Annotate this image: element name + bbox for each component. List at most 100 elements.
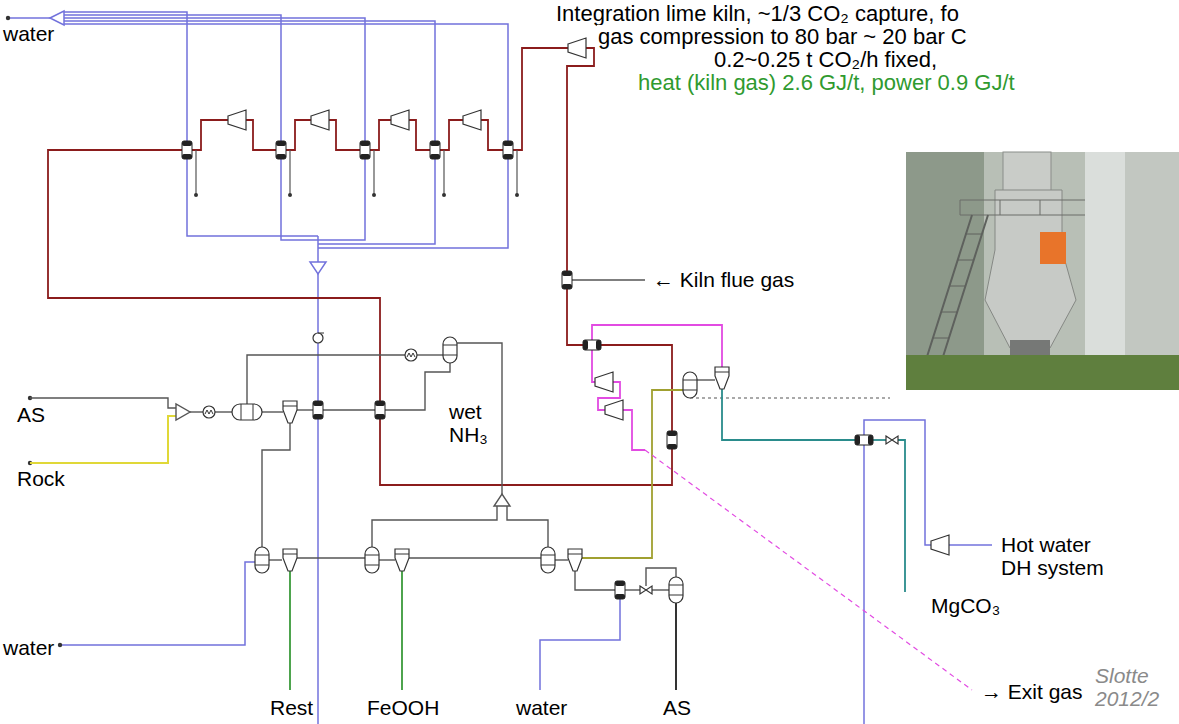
process-line	[575, 571, 615, 590]
stream-end	[58, 643, 62, 647]
gas-line	[567, 289, 583, 345]
stream-label: FeOOH	[366, 696, 440, 719]
heat-exchanger	[855, 435, 873, 445]
process-line	[262, 411, 283, 412]
label-slot: Rest	[269, 696, 314, 719]
compressor	[568, 38, 586, 58]
signal-line	[690, 397, 890, 398]
process-line	[555, 559, 568, 560]
separator	[715, 367, 729, 389]
label-slot: water	[2, 636, 55, 659]
water-line	[64, 12, 187, 141]
heat-exchanger	[375, 401, 385, 419]
stream-label: AS	[662, 696, 692, 719]
water-line	[317, 343, 319, 401]
compressor	[391, 110, 409, 130]
process-line	[385, 363, 450, 410]
heat-exchanger	[430, 141, 440, 159]
gas-line	[481, 120, 503, 150]
separator	[568, 549, 582, 571]
photo-steps	[925, 234, 981, 364]
heater	[203, 406, 215, 418]
gas-line	[48, 150, 380, 401]
label-slot: MgCO₃	[930, 594, 1001, 617]
process-line	[372, 506, 497, 547]
water-line	[64, 24, 508, 141]
note-text: gas compression to 80 bar ~ 20 bar C	[597, 25, 968, 48]
separator	[283, 549, 297, 571]
photo-ground	[906, 152, 1179, 390]
water-line	[318, 159, 435, 244]
reactor	[365, 547, 379, 573]
water-line	[64, 15, 281, 141]
stream-end	[6, 16, 10, 20]
slurry-line	[582, 390, 683, 558]
compressor	[311, 110, 329, 130]
stream-label: water	[515, 696, 568, 719]
reactor	[255, 547, 269, 573]
stream-label: → Exit gas	[980, 680, 1084, 703]
water-splitter	[310, 262, 326, 274]
label-slot: → Exit gas	[980, 680, 1084, 703]
label-slot: water	[2, 22, 55, 45]
process-line	[652, 589, 669, 590]
process-line	[507, 506, 548, 547]
solids-line	[401, 571, 403, 690]
water-line	[60, 562, 255, 645]
photo-duct	[1003, 152, 1051, 192]
carbonation-reactor	[683, 372, 697, 398]
stream-end	[288, 193, 292, 197]
stream-end	[442, 193, 446, 197]
exit-gas-leader	[645, 450, 972, 690]
heater	[405, 349, 417, 361]
heat-exchanger	[667, 431, 677, 449]
process-line	[417, 354, 443, 355]
compressor	[931, 535, 949, 555]
photo-wall	[906, 152, 984, 357]
carbonate-line	[873, 439, 886, 441]
gas-line	[286, 120, 311, 150]
water-line	[317, 419, 319, 724]
heat-exchanger	[313, 401, 323, 419]
stream-label: Rest	[269, 696, 314, 719]
gas-line	[380, 419, 672, 485]
compressor	[595, 372, 613, 392]
heat-exchanger	[562, 271, 572, 289]
exit-gas-line	[592, 325, 722, 367]
process-line	[297, 409, 313, 410]
photo-sign	[1040, 232, 1066, 264]
gas-line	[440, 120, 463, 150]
pump	[313, 333, 324, 343]
stream-label: MgCO₃	[930, 594, 1001, 617]
as-line	[675, 603, 677, 690]
compressor	[605, 400, 623, 420]
gas-line	[513, 48, 568, 150]
reactor	[541, 547, 555, 573]
photo-building	[1085, 152, 1179, 367]
label-slot: Slotte 2012/2	[1094, 664, 1174, 710]
process-line	[247, 355, 405, 404]
process-line	[379, 559, 395, 560]
condensate-line	[196, 150, 517, 195]
label-slot: ← Kiln flue gas	[652, 268, 795, 291]
label-slot: FeOOH	[366, 696, 440, 719]
label-slot: gas compression to 80 bar ~ 20 bar C	[597, 25, 968, 48]
valve	[640, 586, 652, 594]
process-line	[269, 559, 282, 560]
gas-line	[567, 48, 594, 271]
label-slot: 0.2~0.25 t CO₂/h fixed,	[713, 48, 938, 71]
gas-line	[329, 120, 360, 150]
stream-label: AS	[16, 403, 46, 426]
heat-exchanger	[503, 141, 513, 159]
ammonia-mixer	[494, 494, 510, 506]
process-line	[30, 398, 176, 408]
water-line	[318, 159, 365, 240]
label-slot: AS	[662, 696, 692, 719]
water-line	[864, 420, 931, 545]
process-line	[262, 423, 290, 547]
stream-end	[515, 193, 519, 197]
water-line	[318, 159, 508, 248]
compressor	[228, 110, 246, 130]
heat-exchanger	[182, 141, 192, 159]
